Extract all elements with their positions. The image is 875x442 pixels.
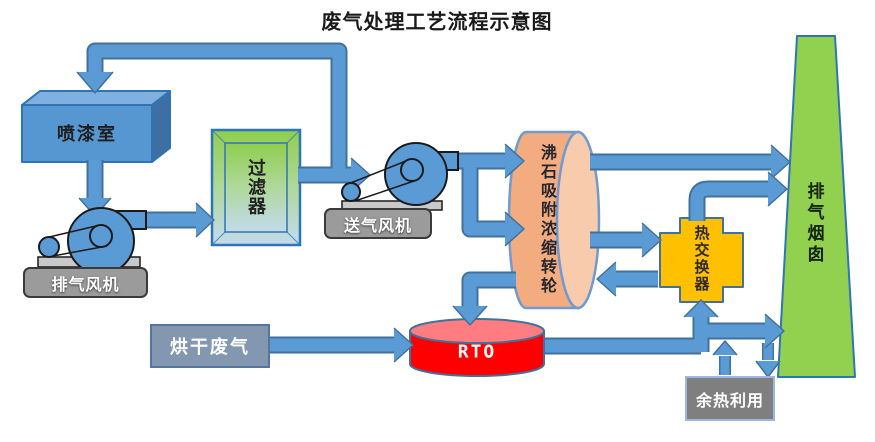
- waste-heat-label: 余热利用: [695, 392, 764, 410]
- waste-heat-box: 余热利用: [685, 376, 775, 421]
- chimney-label: 排气烟囱: [804, 182, 824, 266]
- supply-fan-plate: 送气风机: [324, 208, 432, 239]
- exhaust-fan-label: 排气风机: [51, 276, 120, 294]
- rto-label: RTO: [457, 341, 497, 363]
- rto-shape: [409, 318, 545, 377]
- spray-booth-label: 喷漆室: [57, 124, 117, 144]
- filter-shape: [210, 128, 302, 247]
- arrowheads: [76, 71, 791, 378]
- diagram-title: 废气处理工艺流程示意图: [321, 11, 553, 34]
- drying-exhaust-label: 烘干废气: [170, 337, 250, 357]
- exhaust-fan-plate: 排气风机: [23, 267, 148, 298]
- exhaust-fan-icon: [37, 207, 147, 275]
- filter-label: 过滤器: [246, 158, 266, 216]
- pipes: [88, 44, 773, 375]
- supply-fan-label: 送气风机: [343, 217, 412, 235]
- heat-exchanger-label: 热交换器: [692, 225, 710, 293]
- heat-exchanger-shape: [659, 217, 744, 303]
- zeolite-rotor-label: 沸石吸附浓缩转轮: [538, 144, 555, 296]
- chimney-shape: [777, 35, 856, 378]
- drying-exhaust-box: 烘干废气: [150, 324, 270, 368]
- spray-booth-shape: [21, 90, 171, 163]
